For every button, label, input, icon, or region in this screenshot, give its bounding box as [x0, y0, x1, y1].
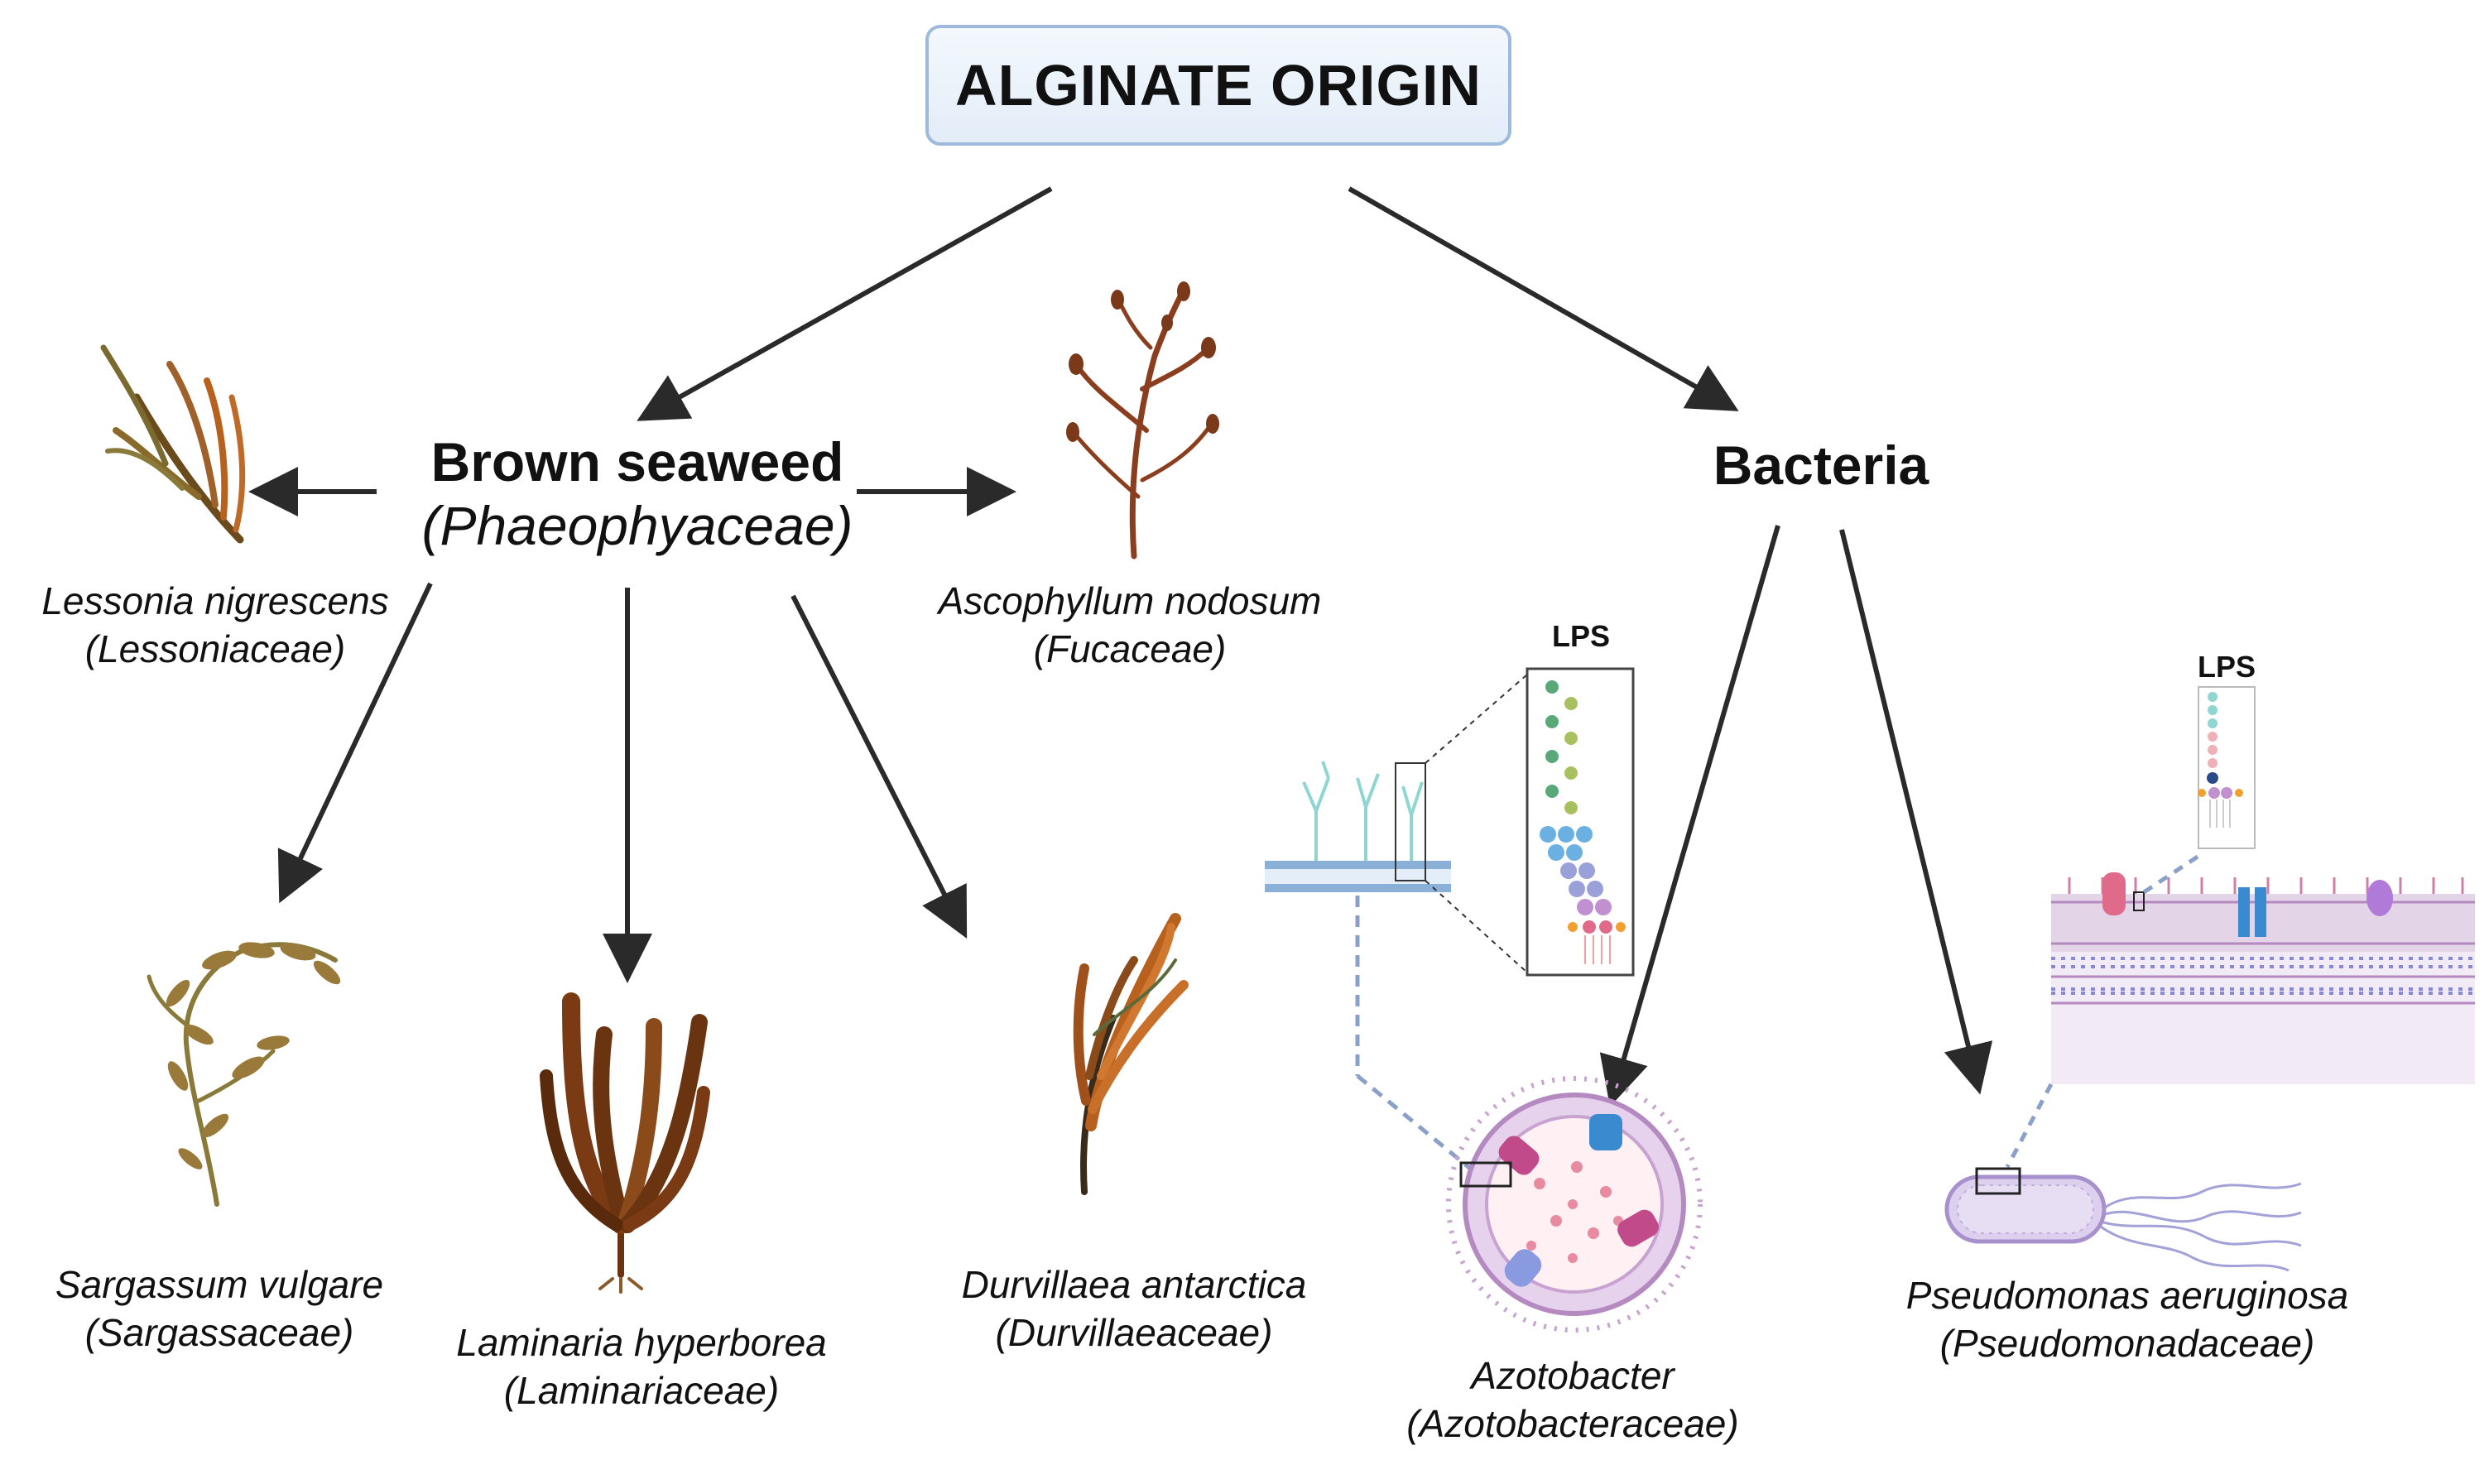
species-ascophyllum-family: (Fucaceae): [1033, 627, 1227, 670]
arrow-origin-to-bacteria: [1348, 186, 1739, 411]
seaweed-icon-sargassum: [147, 942, 341, 1207]
species-pseudomonas-name: Pseudomonas aeruginosa: [1905, 1274, 2349, 1317]
arrow-seaweed-to-sargassum: [277, 582, 433, 904]
species-ascophyllum-name: Ascophyllum nodosum: [938, 579, 1322, 622]
seaweed-icon-ascophyllum: [1066, 281, 1219, 560]
title-box: ALGINATE ORIGIN: [925, 25, 1511, 146]
arrow-seaweed-to-durvillaea: [790, 594, 968, 939]
seaweed-icon-lessonia: [100, 344, 246, 544]
arrows: [248, 186, 1993, 1107]
species-pseudomonas-family: (Pseudomonadaceae): [1939, 1322, 2315, 1365]
species-sargassum-family: (Sargassaceae): [84, 1311, 354, 1354]
membrane-icon-right: [2005, 686, 2475, 1169]
seaweed-icon-laminaria: [540, 992, 710, 1294]
arrow-bacteria-to-pseudomonas: [1839, 529, 1993, 1095]
species-azotobacter-name: Azotobacter: [1471, 1354, 1675, 1397]
bacterium-icon-azotobacter: [1446, 1076, 1703, 1333]
lps-label-left: LPS: [1551, 619, 1610, 653]
species-durvillaea-family: (Durvillaeaceae): [995, 1311, 1273, 1354]
title: ALGINATE ORIGIN: [955, 53, 1482, 118]
species-durvillaea-name: Durvillaea antarctica: [961, 1263, 1307, 1306]
species-sargassum-name: Sargassum vulgare: [55, 1263, 384, 1306]
arrow-origin-to-seaweed: [637, 186, 1053, 421]
group-seaweed-family: (Phaeophyaceae): [421, 495, 853, 556]
arrow-bacteria-to-azotobacter: [1599, 525, 1780, 1107]
bacterium-icon-pseudomonas: [1944, 1167, 2302, 1272]
species-lessonia-family: (Lessoniaceae): [84, 627, 346, 670]
species-laminaria-name: Laminaria hyperborea: [456, 1321, 827, 1364]
species-lessonia-name: Lessonia nigrescens: [41, 579, 389, 622]
group-bacteria-name: Bacteria: [1713, 435, 1929, 496]
group-seaweed-name: Brown seaweed: [430, 431, 844, 492]
species-azotobacter-family: (Azotobacteraceae): [1406, 1402, 1739, 1445]
membrane-icon-left: [1265, 667, 1635, 1173]
lps-label-right: LPS: [2197, 650, 2256, 684]
species-laminaria-family: (Laminariaceae): [503, 1369, 780, 1412]
seaweed-icon-durvillaea: [1073, 913, 1189, 1195]
